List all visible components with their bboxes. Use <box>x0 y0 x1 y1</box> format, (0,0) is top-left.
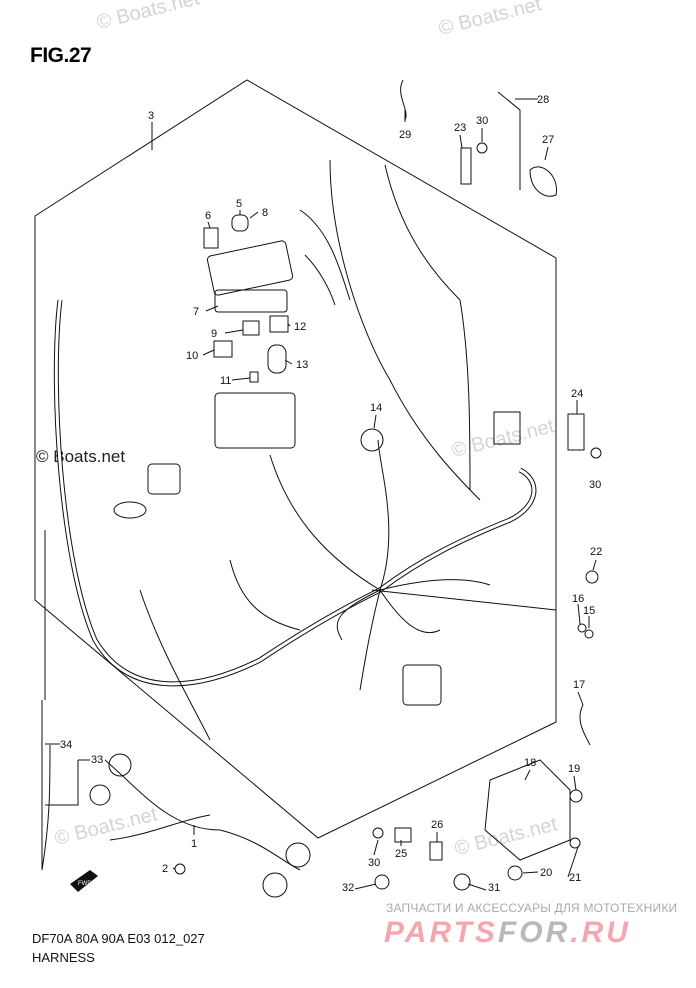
svg-text:FWD: FWD <box>78 881 92 887</box>
callout: 13 <box>296 359 308 371</box>
callout: 11 <box>220 375 231 387</box>
callout: 9 <box>211 328 217 340</box>
grommet <box>360 428 384 452</box>
callout: 7 <box>193 306 199 318</box>
callout: 16 <box>572 593 584 605</box>
callout: 24 <box>571 388 583 400</box>
model-caption: DF70A 80A 90A E03 012_027 <box>32 931 205 946</box>
ecu-box <box>214 392 296 449</box>
fuse-box <box>206 240 294 296</box>
callout: 22 <box>590 546 602 558</box>
callout: 10 <box>186 350 198 362</box>
figure-title: FIG.27 <box>30 44 92 67</box>
callout: 26 <box>431 819 443 831</box>
callout: 14 <box>370 402 382 414</box>
callout: 12 <box>294 321 306 333</box>
callout: 33 <box>91 754 103 766</box>
callout: 15 <box>583 605 595 617</box>
parts-watermark-logo: PARTSFOR.RU <box>384 916 631 949</box>
callout: 31 <box>488 882 500 894</box>
callout: 30 <box>476 115 488 127</box>
callout: 28 <box>537 94 549 106</box>
callout: 8 <box>262 207 268 219</box>
callout: 30 <box>368 857 380 869</box>
callouts: 3 28 29 23 30 27 5 6 8 7 9 12 10 13 11 1… <box>60 94 602 894</box>
figure-name: HARNESS <box>32 950 95 965</box>
callout: 19 <box>568 763 580 775</box>
callout: 17 <box>573 679 585 691</box>
bracket <box>484 759 571 861</box>
callout: 25 <box>395 848 407 860</box>
callout: 6 <box>205 210 211 222</box>
harness-bundle <box>53 299 537 687</box>
callout: 2 <box>162 863 168 875</box>
callout: 5 <box>236 198 242 210</box>
parts-watermark-subtitle: ЗАПЧАСТИ И АКСЕССУАРЫ ДЛЯ МОТОТЕХНИКИ <box>386 901 678 915</box>
callout: 32 <box>342 882 354 894</box>
callout: 3 <box>148 110 154 122</box>
callout: 34 <box>60 739 72 751</box>
callout: 18 <box>524 757 536 769</box>
callout: 29 <box>399 129 411 141</box>
assembly-outline <box>34 79 557 839</box>
callout: 30 <box>589 479 601 491</box>
callout: 20 <box>540 867 552 879</box>
callout: 1 <box>191 838 197 850</box>
fwd-arrow: FWD <box>70 870 98 892</box>
callout: 21 <box>569 872 581 884</box>
callout: 23 <box>454 122 466 134</box>
callout: 27 <box>542 134 554 146</box>
